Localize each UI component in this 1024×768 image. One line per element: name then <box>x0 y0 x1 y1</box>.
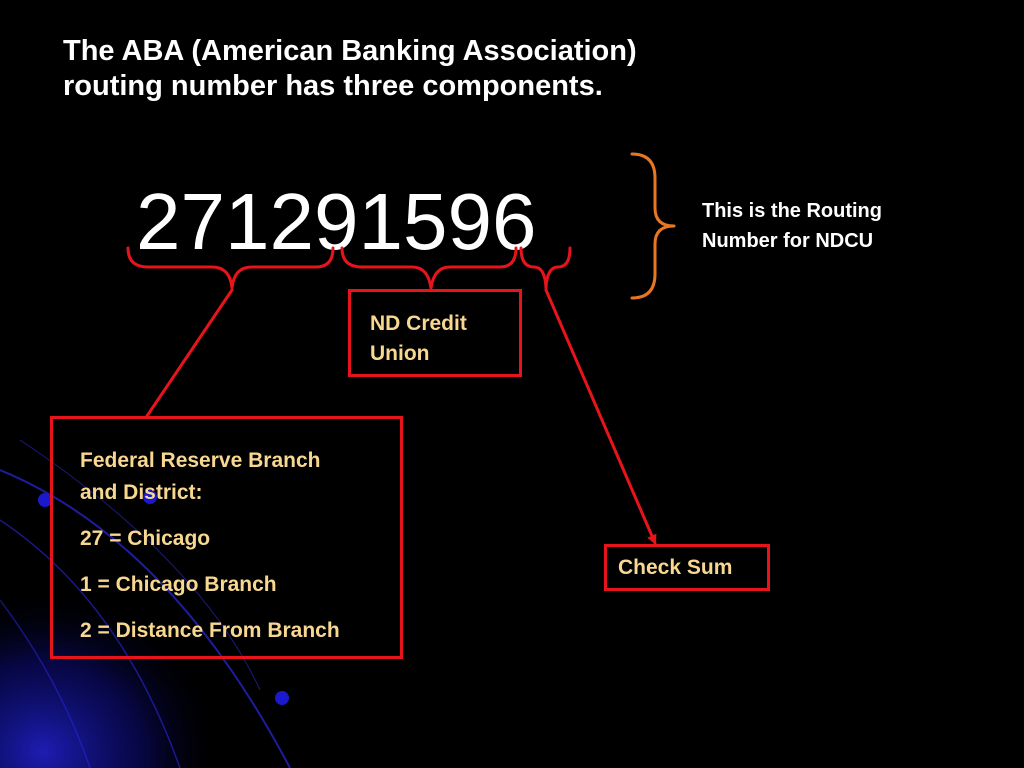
title-line-1: The ABA (American Banking Association) <box>63 35 637 67</box>
blue-dot <box>38 493 52 507</box>
brace-routing-number <box>630 152 676 300</box>
title-line-2: routing number has three components. <box>63 70 603 102</box>
nd-credit-union-line-1: ND Credit <box>370 312 467 335</box>
blue-dot <box>143 490 157 504</box>
connector-check-sum <box>544 288 657 545</box>
frb-heading-line-1: Federal Reserve Branch <box>80 449 321 472</box>
frb-item-chicago: 27 = Chicago <box>80 527 211 550</box>
frb-heading-line-2: and District: <box>80 481 203 504</box>
federal-reserve-box: Federal Reserve Branch and District: 27 … <box>50 416 403 659</box>
nd-credit-union-box: ND Credit Union <box>348 289 522 377</box>
slide-title: The ABA (American Banking Association) r… <box>63 34 823 104</box>
check-sum-label: Check Sum <box>618 556 733 579</box>
bracket-institution <box>340 246 518 290</box>
frb-item-distance: 2 = Distance From Branch <box>80 619 340 642</box>
check-sum-box: Check Sum <box>604 544 770 591</box>
bracket-check-digit <box>519 246 572 290</box>
frb-item-chicago-branch: 1 = Chicago Branch <box>80 573 277 596</box>
blue-dot <box>275 691 289 705</box>
routing-number: 271291596 <box>136 177 537 266</box>
routing-note-line-2: Number for NDCU <box>702 230 874 252</box>
routing-note-line-1: This is the Routing <box>702 200 882 222</box>
bracket-federal-reserve <box>126 246 335 290</box>
nd-credit-union-line-2: Union <box>370 342 430 365</box>
connector-federal-reserve <box>145 288 234 418</box>
routing-note: This is the Routing Number for NDCU <box>702 196 882 256</box>
